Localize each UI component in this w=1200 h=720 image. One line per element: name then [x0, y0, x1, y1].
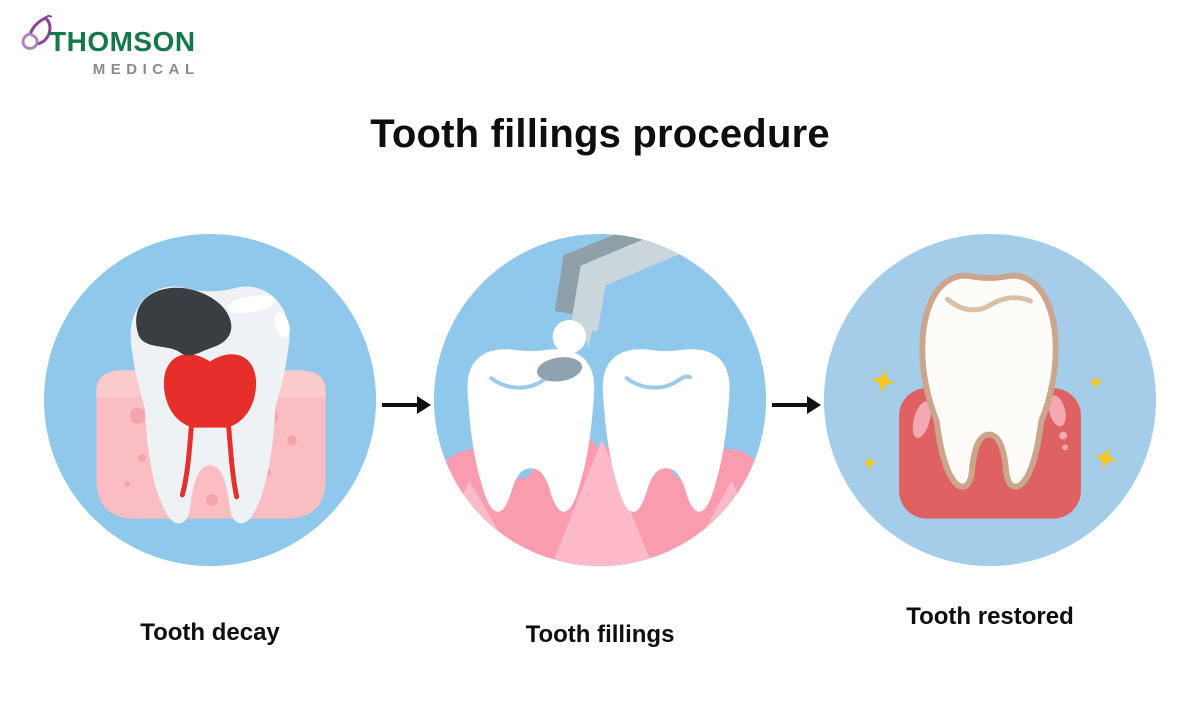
arrow-right-icon	[772, 396, 821, 414]
cavity-hole	[536, 357, 583, 382]
tooth-shine	[227, 295, 276, 314]
page-title: Tooth fillings procedure	[370, 112, 830, 156]
step-label-tooth-decay: Tooth decay	[140, 619, 280, 646]
thomson-medical-logo: THOMSON MEDICAL	[20, 13, 196, 77]
butterfly-icon	[21, 14, 52, 50]
logo-division-name: MEDICAL	[92, 61, 200, 78]
filling-ball	[552, 319, 587, 354]
sparkle-stars	[860, 367, 1119, 472]
arrow-right-icon	[382, 396, 431, 414]
decay-spot	[136, 287, 232, 356]
teeth	[467, 349, 730, 512]
sparkle-icon	[1092, 445, 1119, 472]
tooth-crease	[945, 295, 1033, 313]
tooth-restored-illustration	[823, 233, 1157, 567]
restored-tooth	[919, 272, 1059, 490]
gum-shine	[912, 395, 1069, 451]
step-label-tooth-restored: Tooth restored	[906, 603, 1074, 630]
tooth-shine-small	[274, 312, 290, 338]
sparkle-icon	[1087, 373, 1104, 391]
sparkle-icon	[860, 454, 878, 472]
red-pulp	[163, 354, 257, 500]
tooth-crease	[624, 374, 692, 390]
step-label-tooth-fillings: Tooth fillings	[525, 621, 675, 648]
dental-tweezers-tool	[552, 233, 693, 354]
molar-with-cavity	[467, 349, 595, 512]
tooth-decay-illustration	[43, 233, 377, 567]
logo-text: THOMSON MEDICAL	[49, 26, 196, 78]
tooth-fillings-illustration	[433, 233, 767, 567]
logo-brand-name: THOMSON	[49, 26, 196, 57]
sparkle-icon	[869, 367, 897, 395]
